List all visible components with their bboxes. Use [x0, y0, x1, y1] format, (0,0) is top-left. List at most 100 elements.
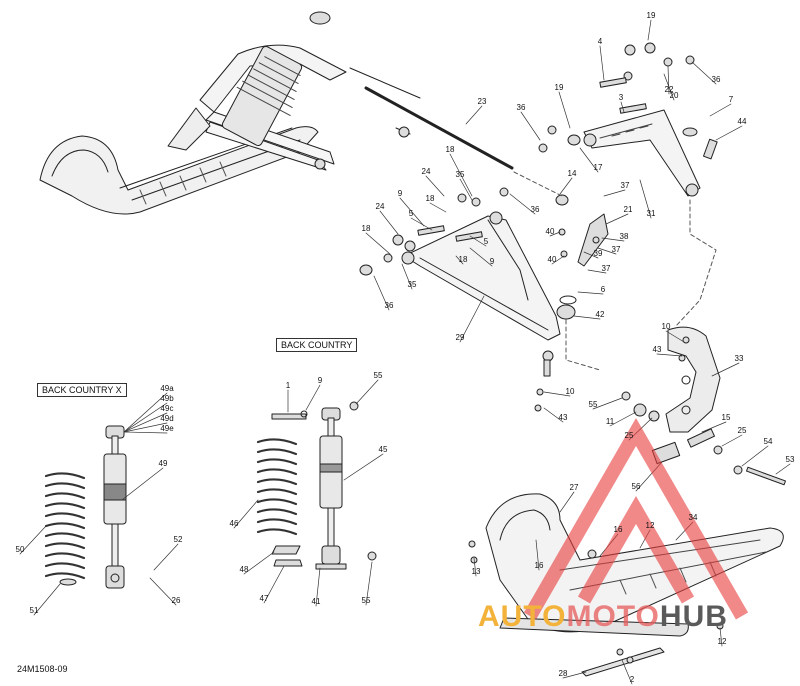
callout-label: 5 [484, 237, 489, 246]
callout-leader [715, 125, 743, 141]
callout-label: 20 [670, 91, 679, 100]
callout-leader [123, 392, 168, 433]
callout-label: 10 [566, 387, 575, 396]
callout-label: 48 [240, 565, 249, 574]
callout-leader [583, 251, 599, 259]
watermark-text: AUTOMOTOHUB [478, 600, 728, 634]
watermark-part-3: HUB [659, 600, 728, 633]
callout-label: 12 [718, 637, 727, 646]
callout-leader [243, 551, 275, 575]
upper-a-arm [583, 109, 701, 197]
callout-leader [459, 295, 485, 343]
callout-label: 24 [422, 167, 431, 176]
callout-label: 24 [376, 202, 385, 211]
callout-label: 36 [712, 75, 721, 84]
callout-leader [365, 561, 373, 606]
callout-label: 18 [362, 224, 371, 233]
callout-leader [603, 189, 626, 197]
callout-leader [665, 330, 685, 343]
shock-back-country-x [103, 425, 127, 589]
callout-leader [123, 402, 168, 433]
callout-leader [153, 543, 179, 571]
callout-label: 31 [647, 209, 656, 218]
callout-leader [562, 671, 587, 679]
callout-label: 55 [374, 371, 383, 380]
callout-label: 23 [478, 97, 487, 106]
callout-leader [691, 61, 717, 85]
callout-label: 40 [546, 227, 555, 236]
callout-leader [355, 379, 379, 405]
callout-label: 18 [446, 145, 455, 154]
callout-leader [597, 247, 617, 255]
callout-leader [775, 463, 791, 475]
callout-leader [305, 384, 321, 411]
tie-rod-23 [364, 86, 514, 170]
callout-label: 47 [260, 594, 269, 603]
callout-label: 43 [653, 345, 662, 354]
callout-leader [373, 275, 390, 311]
callout-label: 14 [568, 169, 577, 178]
callout-label: 37 [602, 264, 611, 273]
callout-leader [573, 315, 601, 320]
callout-leader [621, 659, 633, 685]
callout-label: 18 [426, 194, 435, 203]
group-label-back-country-x: BACK COUNTRY X [37, 383, 127, 397]
callout-label: 7 [729, 95, 734, 104]
callout-label: 10 [662, 322, 671, 331]
callout-label: 46 [230, 519, 239, 528]
callout-label: 18 [459, 255, 468, 264]
spring-46 [256, 438, 298, 536]
callout-leader [459, 178, 473, 201]
callout-leader [365, 232, 391, 255]
callout-label: 6 [601, 285, 606, 294]
callout-label: 11 [606, 417, 615, 426]
callout-label: 39 [594, 249, 603, 258]
callout-leader [605, 213, 629, 225]
callout-leader [711, 362, 740, 377]
callout-label: 56 [632, 482, 641, 491]
callout-label: 4 [598, 37, 603, 46]
callout-label: 34 [689, 513, 698, 522]
callout-leader [592, 397, 623, 410]
callout-leader [741, 445, 769, 467]
callout-leader [509, 193, 536, 215]
guide-lines [513, 171, 717, 371]
callout-leader [656, 353, 683, 357]
callout-leader [549, 231, 561, 237]
callout-label: 3 [619, 93, 624, 102]
watermark-logo [523, 417, 749, 620]
callout-leader [663, 73, 675, 101]
callout-label: 49e [160, 424, 174, 433]
group-label-back-country: BACK COUNTRY [276, 338, 358, 352]
callout-label: 49d [160, 414, 173, 423]
callout-leader [449, 153, 473, 197]
callout-leader [701, 421, 727, 433]
callout-label: 27 [570, 483, 579, 492]
callout-label: 49a [160, 384, 174, 393]
callout-leader [601, 237, 625, 242]
callout-label: 51 [30, 606, 39, 615]
callout-label: 53 [786, 455, 795, 464]
callout-leader [620, 101, 625, 113]
callout-leader [149, 577, 177, 606]
callout-leader [123, 422, 168, 433]
callout-label: 15 [722, 413, 731, 422]
callout-label: 21 [624, 205, 633, 214]
callout-label: 41 [312, 597, 321, 606]
watermark-part-2: MOTO [566, 600, 660, 633]
callout-label: 25 [625, 431, 634, 440]
callout-leader [709, 103, 732, 117]
callout-label: 45 [379, 445, 388, 454]
callout-label: 9 [318, 376, 323, 385]
callout-label: 19 [647, 11, 656, 20]
callout-label: 37 [621, 181, 630, 190]
callout-label: 50 [16, 545, 25, 554]
callout-label: 36 [531, 205, 540, 214]
callout-leader [609, 411, 637, 427]
callout-label: 49b [160, 394, 174, 403]
callout-leader [535, 539, 540, 571]
ski-assembly [485, 441, 784, 677]
callout-leader [455, 255, 464, 265]
